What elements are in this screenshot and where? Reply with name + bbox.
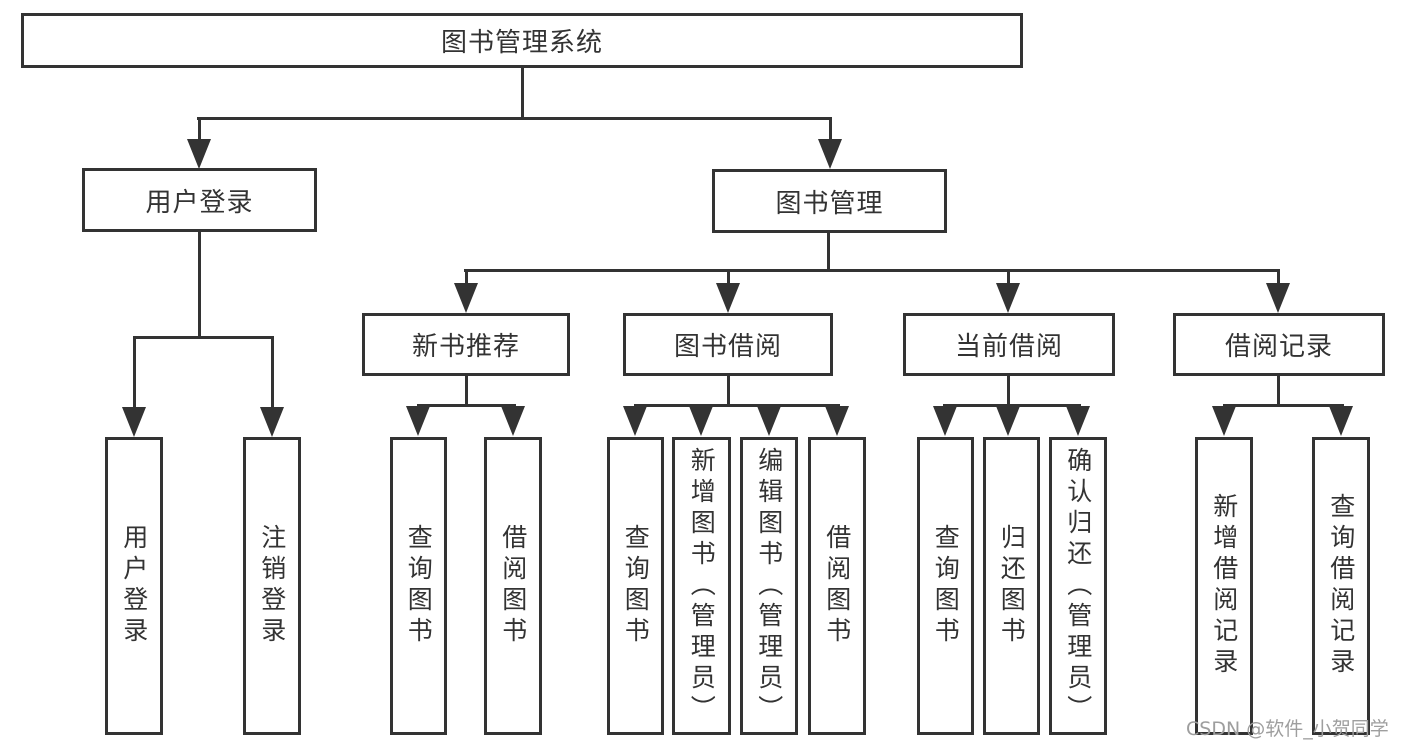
leaf-logout: 注销登录 <box>243 437 301 735</box>
connector-line <box>829 118 832 142</box>
leaf-label: 查询图书 <box>931 524 961 648</box>
leaf-label: 新增图书（管理员） <box>687 446 717 726</box>
node-book-management: 图书管理 <box>712 169 947 233</box>
leaf-label: 借阅图书 <box>822 524 852 648</box>
leaf-label: 用户登录 <box>119 524 149 648</box>
connector-line <box>634 404 840 407</box>
connector-line <box>197 117 832 120</box>
node-book-borrow: 图书借阅 <box>623 313 833 376</box>
leaf-label: 注销登录 <box>257 524 287 648</box>
arrow-down-icon <box>260 407 284 437</box>
connector-line <box>417 404 516 407</box>
arrow-down-icon <box>454 283 478 313</box>
arrow-down-icon <box>757 406 781 436</box>
leaf-label: 编辑图书（管理员） <box>754 446 784 726</box>
node-borrow-records: 借阅记录 <box>1173 313 1385 376</box>
leaf-add-book-admin: 新增图书（管理员） <box>672 437 731 735</box>
arrow-down-icon <box>818 139 842 169</box>
leaf-label: 查询图书 <box>621 524 651 648</box>
arrow-down-icon <box>1066 406 1090 436</box>
connector-line <box>271 337 274 409</box>
leaf-query-books-borrow: 查询图书 <box>607 437 664 735</box>
leaf-borrow-books: 借阅图书 <box>808 437 866 735</box>
connector-line <box>198 118 201 142</box>
csdn-watermark: CSDN @软件_小贺同学 <box>1186 718 1389 740</box>
connector-line <box>521 66 524 119</box>
connector-line <box>464 269 1280 272</box>
connector-line <box>727 270 730 286</box>
connector-line <box>1223 404 1344 407</box>
arrow-down-icon <box>122 407 146 437</box>
leaf-label: 查询图书 <box>404 524 434 648</box>
arrow-down-icon <box>933 406 957 436</box>
connector-line <box>727 376 730 407</box>
leaf-query-books-current: 查询图书 <box>917 437 974 735</box>
leaf-return-book: 归还图书 <box>983 437 1040 735</box>
connector-line <box>198 232 201 338</box>
connector-line <box>133 337 136 409</box>
leaf-borrow-books-recommend: 借阅图书 <box>484 437 542 735</box>
arrow-down-icon <box>1329 406 1353 436</box>
node-root: 图书管理系统 <box>21 13 1023 68</box>
leaf-user-login: 用户登录 <box>105 437 163 735</box>
connector-line <box>1277 270 1280 286</box>
node-new-book-recommend: 新书推荐 <box>362 313 570 376</box>
leaf-label: 借阅图书 <box>498 524 528 648</box>
connector-line <box>133 336 274 339</box>
leaf-label: 新增借阅记录 <box>1209 493 1239 679</box>
leaf-label: 归还图书 <box>997 524 1027 648</box>
connector-line <box>465 270 468 286</box>
leaf-label: 查询借阅记录 <box>1326 493 1356 679</box>
leaf-confirm-return-admin: 确认归还（管理员） <box>1049 437 1107 735</box>
leaf-add-borrow-record: 新增借阅记录 <box>1195 437 1253 735</box>
leaf-label: 确认归还（管理员） <box>1063 446 1093 726</box>
leaf-query-books-recommend: 查询图书 <box>390 437 447 735</box>
connector-line <box>465 376 468 407</box>
connector-line <box>1007 270 1010 286</box>
connector-line <box>1277 376 1280 407</box>
arrow-down-icon <box>825 406 849 436</box>
node-current-borrow: 当前借阅 <box>903 313 1115 376</box>
arrow-down-icon <box>1212 406 1236 436</box>
arrow-down-icon <box>996 283 1020 313</box>
arrow-down-icon <box>689 406 713 436</box>
arrow-down-icon <box>716 283 740 313</box>
arrow-down-icon <box>1266 283 1290 313</box>
arrow-down-icon <box>187 139 211 169</box>
arrow-down-icon <box>623 406 647 436</box>
leaf-edit-book-admin: 编辑图书（管理员） <box>740 437 798 735</box>
connector-line <box>943 404 1081 407</box>
arrow-down-icon <box>406 406 430 436</box>
leaf-query-borrow-record: 查询借阅记录 <box>1312 437 1370 735</box>
arrow-down-icon <box>501 406 525 436</box>
connector-line <box>827 233 830 271</box>
connector-line <box>1007 376 1010 407</box>
node-user-login: 用户登录 <box>82 168 317 232</box>
arrow-down-icon <box>996 406 1020 436</box>
